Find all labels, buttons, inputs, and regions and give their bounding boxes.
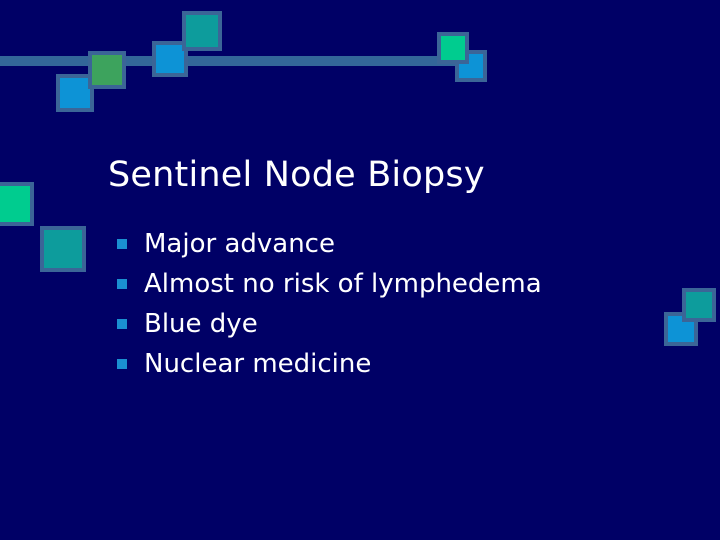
deco-square-right-green [437, 32, 469, 64]
deco-square-top-green [88, 51, 126, 89]
list-item: Almost no risk of lymphedema [112, 264, 672, 304]
square-bullet-icon [117, 359, 127, 369]
slide-title: Sentinel Node Biopsy [108, 155, 485, 196]
deco-square-edge-right-teal [682, 288, 716, 322]
list-item: Blue dye [112, 304, 672, 344]
square-bullet-icon [117, 319, 127, 329]
horizontal-rule-icon [0, 56, 470, 66]
list-item: Nuclear medicine [112, 344, 672, 384]
slide-bullet-list: Major advance Almost no risk of lymphede… [112, 224, 672, 384]
square-bullet-icon [117, 279, 127, 289]
deco-square-edge-right-blue [664, 312, 698, 346]
list-item: Major advance [112, 224, 672, 264]
list-item-label: Major advance [144, 229, 335, 259]
list-item-label: Almost no risk of lymphedema [144, 269, 542, 299]
list-item-label: Nuclear medicine [144, 349, 372, 379]
square-bullet-icon [117, 239, 127, 249]
deco-square-top-teal [182, 11, 222, 51]
deco-square-top-blue-lower [56, 74, 94, 112]
list-item-label: Blue dye [144, 309, 258, 339]
deco-square-left-spring [0, 182, 34, 226]
deco-square-left-teal [40, 226, 86, 272]
